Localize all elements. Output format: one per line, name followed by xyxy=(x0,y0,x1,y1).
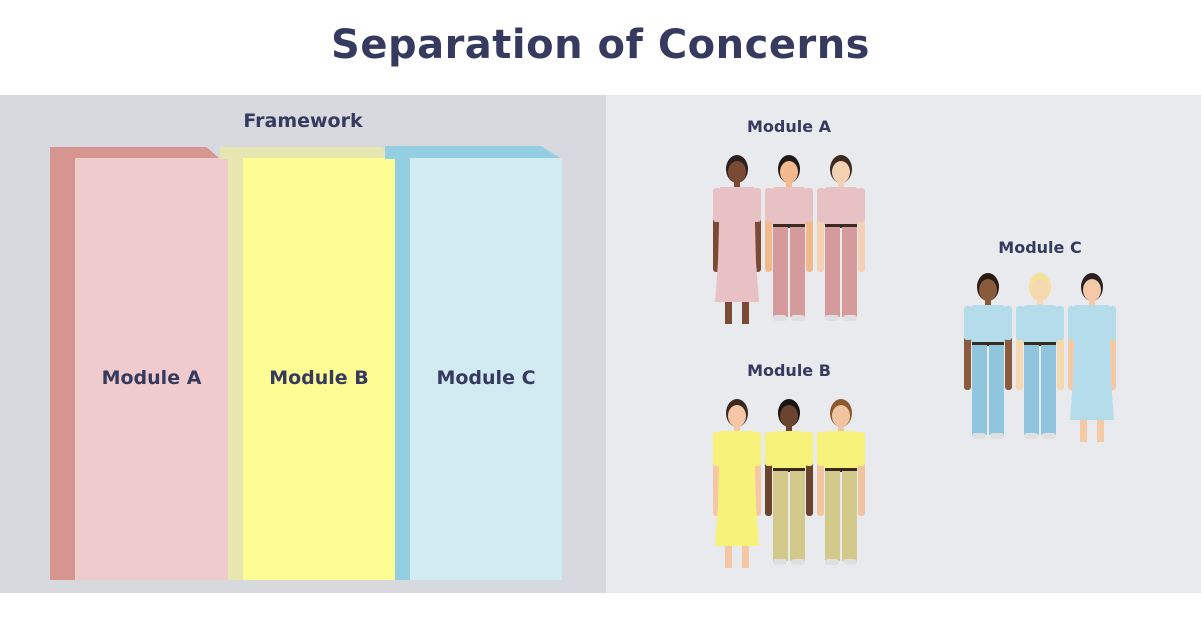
module-a-box xyxy=(50,147,230,580)
module-a-front xyxy=(75,158,228,580)
person-figure xyxy=(765,155,813,321)
person-figure xyxy=(817,399,865,565)
team-a-label: Module A xyxy=(746,117,832,136)
module-b-box xyxy=(220,147,398,580)
person-figure xyxy=(765,399,813,565)
module-a-label: Module A xyxy=(101,367,202,389)
module-b-side xyxy=(228,147,244,580)
person-figure xyxy=(964,273,1012,439)
module-c-front xyxy=(410,158,562,580)
page-title: Separation of Concerns xyxy=(331,22,870,68)
framework-label: Framework xyxy=(243,110,363,132)
module-b-front xyxy=(243,158,395,580)
module-c-box xyxy=(385,146,563,580)
person-figure xyxy=(1068,273,1116,442)
team-b-label: Module B xyxy=(747,361,831,380)
person-figure xyxy=(713,399,761,568)
module-a-top xyxy=(50,147,220,159)
module-c-side xyxy=(395,146,411,580)
team-c-label: Module C xyxy=(998,238,1082,257)
module-c-top xyxy=(385,146,562,159)
module-c-label: Module C xyxy=(436,367,536,389)
person-figure xyxy=(1016,273,1064,439)
module-a-side xyxy=(50,147,76,580)
person-figure xyxy=(713,155,761,324)
person-figure xyxy=(817,155,865,321)
module-b-label: Module B xyxy=(269,367,369,389)
module-b-top xyxy=(220,147,395,159)
